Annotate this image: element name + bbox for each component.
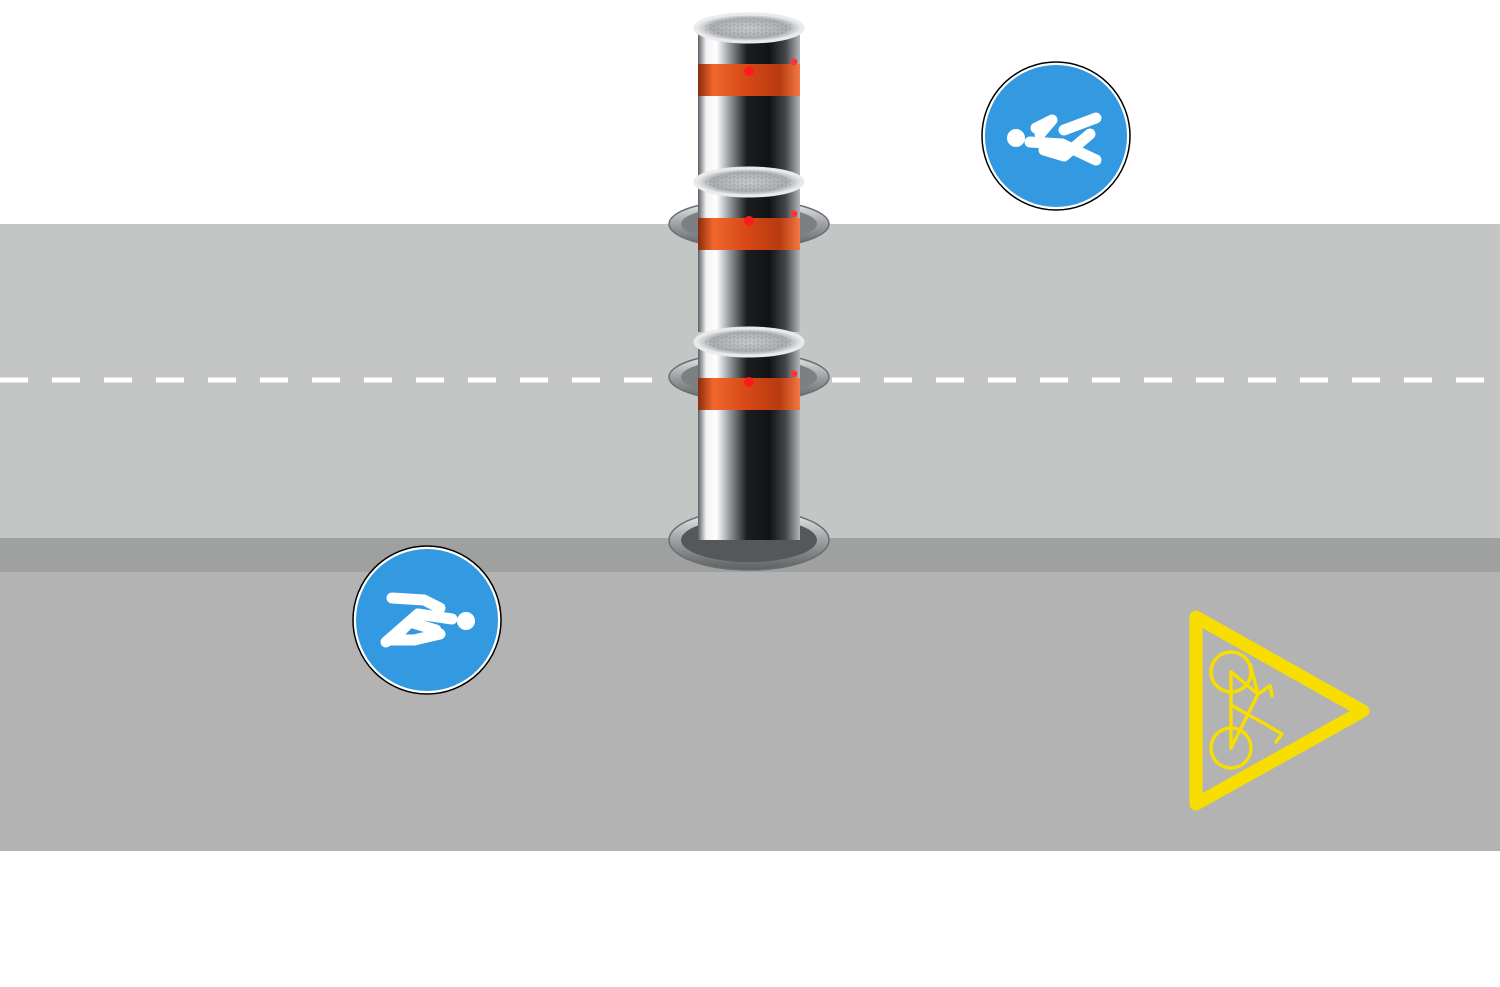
bollard-light [744,377,754,387]
pedestrian-sign-upper [981,61,1131,211]
bollard-light [744,66,754,76]
bollard-top [693,12,805,178]
cyclist-warning-sign [1189,610,1370,811]
bollard-bottom [693,326,805,540]
sidewalk [0,572,1500,851]
pedestrian-icon [380,592,475,648]
bollard-middle [693,166,805,332]
pedestrian-icon [1007,112,1102,166]
pedestrian-sign-lower [352,545,502,695]
bollard-light [744,216,754,226]
bicycle-icon [1209,650,1284,770]
